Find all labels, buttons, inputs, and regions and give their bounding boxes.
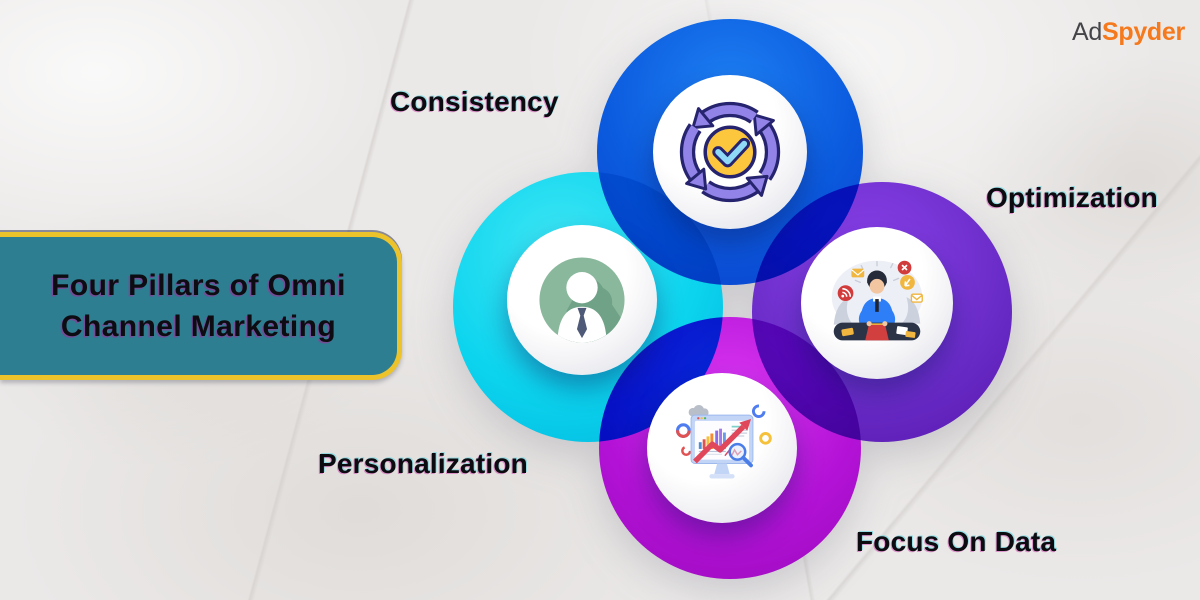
user-avatar-icon xyxy=(539,257,625,343)
focus-on-data-label: Focus On Data xyxy=(856,526,1057,557)
consistency-label: Consistency xyxy=(390,86,559,117)
logo-suffix: Spyder xyxy=(1101,18,1185,46)
person-at-laptop-icon xyxy=(831,260,923,341)
optimization-label: Optimization xyxy=(986,182,1158,213)
page-title-line-2: Channel Marketing xyxy=(60,310,337,343)
cycle-arrows-check-icon xyxy=(671,93,789,211)
optimization-icon-ball xyxy=(801,227,953,379)
focus-on-data-icon-ball xyxy=(647,373,797,523)
consistency-icon-ball xyxy=(653,75,807,229)
analytics-monitor-icon xyxy=(675,404,772,479)
personalization-label: Personalization xyxy=(318,448,528,479)
title-box: Four Pillars of Omni Channel Marketing xyxy=(0,232,402,380)
logo-prefix: Ad xyxy=(1072,18,1102,46)
page-title-line-1: Four Pillars of Omni xyxy=(51,269,346,302)
adspyder-logo: AdSpyder xyxy=(1072,18,1185,47)
personalization-icon-ball xyxy=(507,225,657,375)
